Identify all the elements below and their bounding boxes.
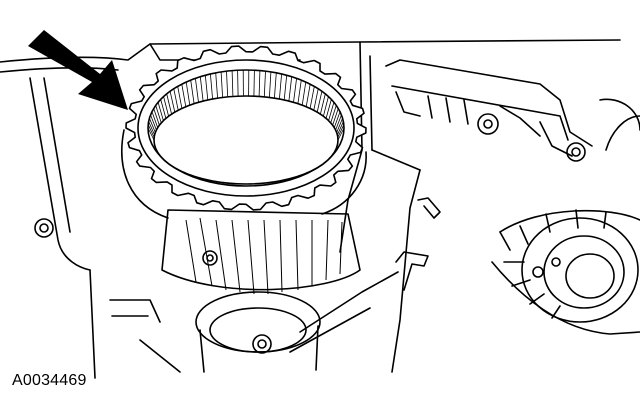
gear-cage [162, 210, 360, 294]
ribbed-casting [386, 60, 640, 156]
figure-code: A0034469 [12, 372, 87, 390]
toothed-ring [122, 46, 366, 218]
clips [396, 198, 440, 290]
arrow-icon [28, 30, 128, 110]
spline-line [238, 70, 239, 96]
shaft-assembly [492, 210, 640, 334]
spline-line [254, 70, 255, 96]
